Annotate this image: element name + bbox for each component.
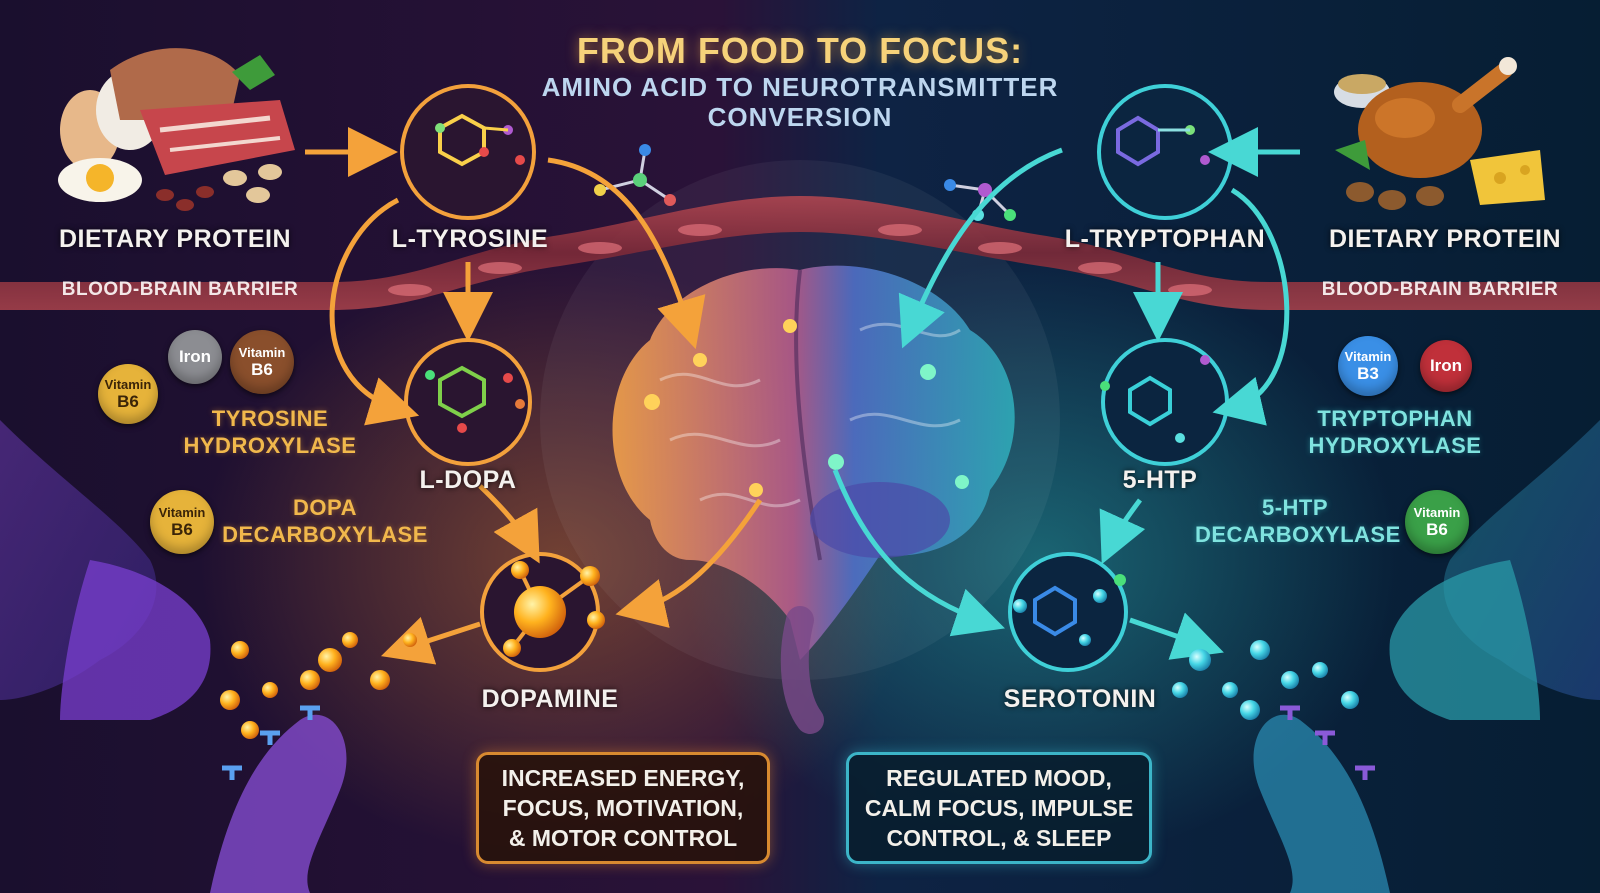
5htp-molecule-icon xyxy=(1100,338,1229,466)
dopamine-molecule-icon xyxy=(480,552,605,672)
tyrosine-label: L-TYROSINE xyxy=(391,225,549,253)
title-line2: AMINO ACID TO NEUROTRANSMITTER xyxy=(541,72,1059,102)
turkey-cheese-nuts-icon xyxy=(1334,57,1545,210)
protein-foods-icon xyxy=(58,48,295,211)
dopamine-label: DOPAMINE xyxy=(481,685,619,713)
ldopa-molecule-icon xyxy=(404,338,532,466)
serotonin-molecule-icon xyxy=(1008,552,1128,672)
serotonin-label: SEROTONIN xyxy=(1003,685,1157,713)
blood-vessel-icon xyxy=(0,196,1600,310)
ldopa-label: L-DOPA xyxy=(419,466,517,494)
tryptophan-label: L-TRYPTOPHAN xyxy=(1064,225,1266,253)
right-barrier-label: BLOOD-BRAIN BARRIER xyxy=(1321,279,1559,300)
left-food-label: DIETARY PROTEIN xyxy=(58,225,292,253)
iron-badge: Iron xyxy=(168,330,222,384)
floating-molecule-left xyxy=(594,144,676,206)
dopamine-effects-box: INCREASED ENERGY,FOCUS, MOTIVATION,& MOT… xyxy=(476,752,770,864)
title-line3: CONVERSION xyxy=(707,102,893,132)
right-pathway-arrows xyxy=(832,127,1300,660)
left-pathway-arrows xyxy=(305,127,763,665)
neuron-synapse-icon xyxy=(0,420,1600,893)
right-food-label: DIETARY PROTEIN xyxy=(1328,225,1562,253)
left-barrier-label: BLOOD-BRAIN BARRIER xyxy=(61,279,299,300)
iron-badge: Iron xyxy=(1420,340,1472,392)
tyrosine-molecule-icon xyxy=(400,84,536,220)
5htp-label: 5-HTP xyxy=(1122,466,1198,494)
title-line1: FROM FOOD TO FOCUS: xyxy=(576,30,1024,71)
